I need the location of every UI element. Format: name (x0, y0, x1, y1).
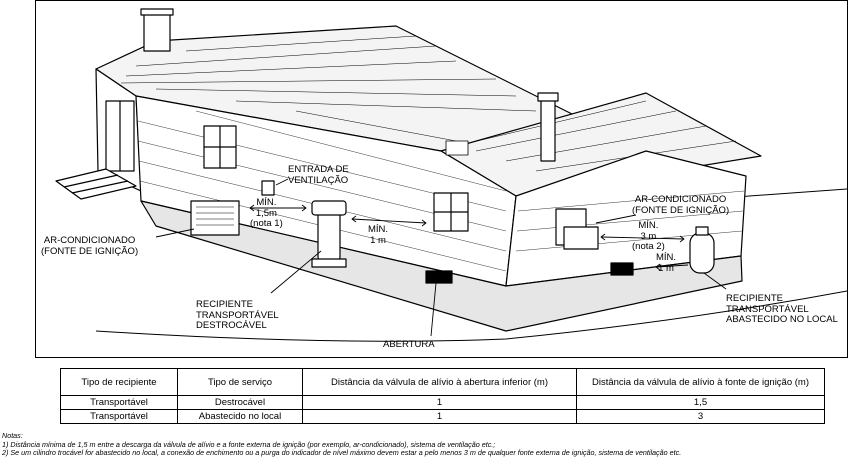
col-service-type: Tipo de serviço (177, 368, 303, 396)
col-recipient-type: Tipo de recipiente (60, 368, 178, 396)
label-min-1m-right: MÍN. 1 m (656, 252, 677, 274)
table-cell: Transportável (60, 395, 178, 410)
ground-line (95, 290, 847, 342)
cylinder-filled-on-site (689, 232, 715, 274)
label-ac-right: AR-CONDICIONADO (FONTE DE IGNIÇÃO) (632, 194, 730, 216)
foundation (140, 200, 743, 332)
table-cell: Abastecido no local (177, 409, 303, 424)
table-cell: 1,5 (576, 395, 825, 410)
table-cell: 1 (302, 395, 577, 410)
note-2: 2) Se um cilindro trocável for abastecid… (2, 449, 682, 458)
table-row: Transportável Destrocável 1 1,5 (60, 395, 825, 410)
col-distance-opening: Distância da válvula de alívio à abertur… (302, 368, 577, 396)
distance-table: Tipo de recipiente Tipo de serviço Distâ… (60, 368, 825, 424)
label-ac-left: AR-CONDICIONADO (FONTE DE IGNIÇÃO) (41, 235, 139, 257)
table-header-row: Tipo de recipiente Tipo de serviço Distâ… (60, 368, 825, 396)
ac-unit-left (190, 200, 240, 236)
cylinder-exchangeable (317, 210, 341, 262)
label-min-1-5m: MÍN. 1,5m (nota 1) (250, 197, 283, 229)
label-recipient-filled: RECIPIENTE TRANSPORTÁVEL ABASTECIDO NO L… (726, 293, 838, 325)
label-min-1m-left: MÍN. 1 m (368, 224, 389, 246)
col-distance-ignition: Distância da válvula de alívio à fonte d… (576, 368, 825, 396)
table-cell: Transportável (60, 409, 178, 424)
ventilation-inlet (261, 180, 275, 196)
label-min-3m: MÍN. 3 m (nota 2) (632, 220, 665, 252)
table-row: Transportável Abastecido no local 1 3 (60, 409, 825, 424)
table-cell: 3 (576, 409, 825, 424)
chimney (143, 12, 171, 52)
label-ventilation-inlet: ENTRADA DE VENTILAÇÃO (288, 164, 349, 186)
table-cell: 1 (302, 409, 577, 424)
notes: Notas: 1) Distância mínima de 1,5 m entr… (2, 432, 847, 458)
notes-title: Notas: (2, 432, 23, 440)
label-recipient-exchangeable: RECIPIENTE TRANSPORTÁVEL DESTROCÁVEL (196, 299, 279, 331)
label-opening: ABERTURA (383, 339, 435, 350)
stove-pipe (540, 98, 556, 162)
right-wall (505, 150, 747, 287)
ac-unit-right (563, 226, 599, 250)
table-cell: Destrocável (177, 395, 303, 410)
note-1: 1) Distância mínima de 1,5 m entre a des… (2, 440, 496, 449)
foundation-opening (425, 270, 453, 284)
house-illustration (55, 8, 847, 342)
house-diagram: ENTRADA DE VENTILAÇÃO MÍN. 1,5m (nota 1)… (35, 0, 848, 358)
